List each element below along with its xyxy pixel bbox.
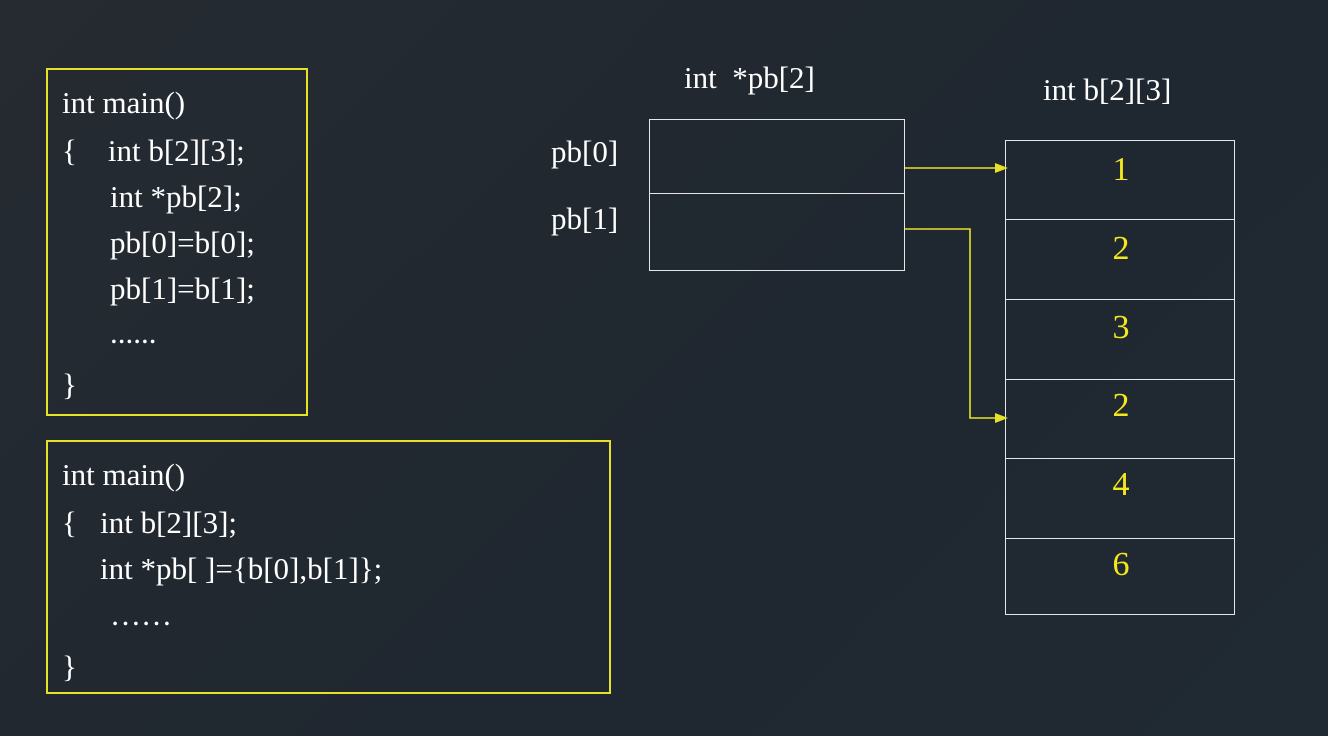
code-line: pb[1]=b[1]; xyxy=(110,271,255,306)
code-line: { int b[2][3]; xyxy=(62,505,238,540)
code-line: int main() xyxy=(62,457,186,492)
matrix-value: 2 xyxy=(1112,230,1130,267)
code-line: int *pb[ ]={b[0],b[1]}; xyxy=(100,551,383,586)
code-block-pointer-initializer: int main() { int b[2][3]; int *pb[ ]={b[… xyxy=(46,440,611,694)
code-line: } xyxy=(62,367,77,402)
matrix-cell xyxy=(1005,538,1235,615)
code-block-pointer-assignment: int main() { int b[2][3]; int *pb[2]; pb… xyxy=(46,68,308,416)
arrowhead-icon xyxy=(995,163,1008,173)
pointer-label-pb1: pb[1] xyxy=(551,201,619,236)
pointer-label-pb0: pb[0] xyxy=(551,134,619,169)
arrowhead-icon xyxy=(995,413,1008,423)
matrix-value: 6 xyxy=(1112,546,1130,583)
code-line: int main() xyxy=(62,85,186,120)
matrix-value: 1 xyxy=(1112,151,1130,188)
matrix-value: 2 xyxy=(1112,387,1130,424)
matrix-value: 3 xyxy=(1112,309,1130,346)
pointer-cell-pb1 xyxy=(649,193,905,271)
matrix-title: int b[2][3] xyxy=(1043,72,1172,107)
matrix-value: 4 xyxy=(1112,466,1130,503)
code-line: …… xyxy=(110,597,172,632)
code-line: pb[0]=b[0]; xyxy=(110,225,255,260)
arrow-pb1-to-row1 xyxy=(905,228,996,419)
code-line: int *pb[2]; xyxy=(110,179,242,214)
code-line: } xyxy=(62,649,77,684)
pointer-array-title: int *pb[2] xyxy=(684,60,815,95)
code-line: { int b[2][3]; xyxy=(62,133,245,168)
code-line: ...... xyxy=(110,315,157,350)
